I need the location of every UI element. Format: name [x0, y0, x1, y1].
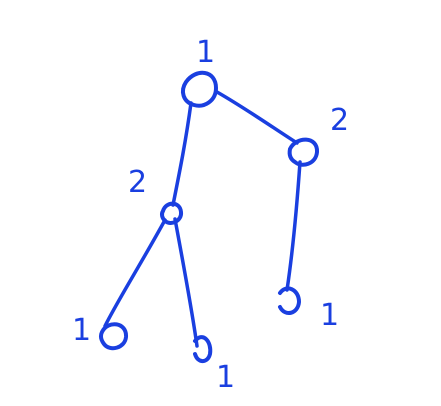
edge-right-child-to-right-leaf [285, 160, 302, 292]
node-root [180, 71, 218, 108]
edge-root-to-right-child [215, 90, 299, 145]
node-left-left-leaf [98, 322, 128, 351]
node-left-child [159, 201, 184, 225]
node-left-right-leaf [193, 335, 213, 364]
edge-root-to-left-child [171, 101, 193, 207]
edge-left-child-to-left-left-leaf [103, 218, 167, 328]
label-left-right-leaf: 1 [216, 360, 235, 395]
label-right-leaf: 1 [320, 298, 339, 333]
node-right-leaf [278, 286, 301, 315]
label-left-child: 2 [128, 165, 147, 200]
node-right-child [287, 137, 319, 167]
label-right-child: 2 [330, 103, 349, 138]
label-root: 1 [196, 35, 215, 70]
label-left-left-leaf: 1 [72, 313, 91, 348]
edge-left-child-to-left-right-leaf [173, 217, 199, 348]
